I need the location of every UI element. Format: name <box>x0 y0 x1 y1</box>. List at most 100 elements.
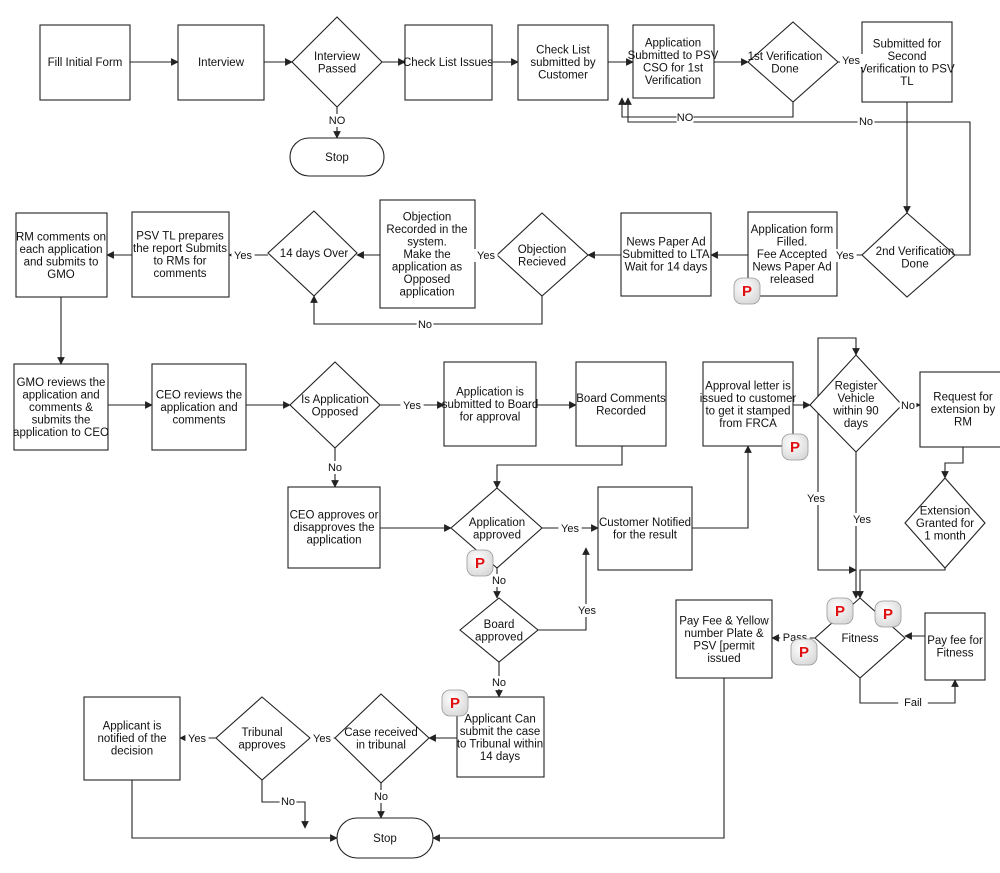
node-label-register-vehicle-line-4: days <box>844 418 869 430</box>
node-label-tribunal-submit-line-2: submit the case <box>460 726 541 738</box>
process-pay-fee-yellow <box>675 599 773 679</box>
node-label-board-comments-line-2: Recorded <box>596 405 646 417</box>
edge-label-fitness-fail: Fail <box>904 697 922 709</box>
node-label-ceo-approves-line-3: application <box>307 535 362 547</box>
edge-label-bg-board-yes <box>575 604 599 617</box>
node-label-ceo-approves-line-2: disapproves the <box>293 522 374 534</box>
process-ceo-reviews <box>151 363 247 451</box>
node-label-app-submitted-cso-line-4: Verification <box>645 75 701 87</box>
node-label-psv-tl-report-line-3: to RMs for <box>153 255 206 267</box>
edge-payfee-to-stop <box>432 678 725 842</box>
process-pay-fee-fitness <box>924 612 986 681</box>
payment-marker-letter: P <box>835 603 845 620</box>
edge-extension-request-to-granted <box>941 447 964 479</box>
node-label-gmo-reviews-line-2: application and <box>22 390 99 402</box>
process-request-extension <box>919 371 1000 448</box>
node-label-app-submitted-cso-line-2: Submitted to PSV <box>628 50 719 62</box>
payment-marker-badge <box>441 689 469 717</box>
edge-label-verification1-yes: Yes <box>842 55 860 67</box>
edge-label-interview-no: NO <box>329 115 346 127</box>
edge-label-bg-verification2-yes <box>833 249 857 262</box>
decision-second-verification <box>861 212 956 298</box>
node-label-app-submitted-cso-line-3: CSO for 1st <box>643 62 704 74</box>
node-label-board-approved-line-1: Board <box>484 619 515 631</box>
payment-marker-icon: P <box>781 433 809 461</box>
payment-marker-badge <box>466 549 494 577</box>
node-label-objection-recorded-line-2: Recorded in the <box>386 224 467 236</box>
node-label-ceo-approves-line-1: CEO approves or <box>290 510 379 522</box>
node-label-approval-letter-line-2: issued to customer <box>700 393 797 405</box>
edge-label-bg-objection-yes <box>474 249 498 262</box>
node-label-news-paper-ad-line-1: News Paper Ad <box>626 237 705 249</box>
payment-marker-icon: P <box>733 277 761 305</box>
node-label-objection-received-line-2: Recieved <box>518 256 566 268</box>
edge-label-bg-app-approved-yes <box>558 522 582 535</box>
edge-label-bg-register-yes-left <box>804 492 828 505</box>
node-label-extension-granted-line-2: Granted for <box>916 518 974 530</box>
edge-label-bg-fitness-fail <box>898 696 928 709</box>
edge-label-case-no: No <box>374 791 388 803</box>
node-label-is-app-opposed-line-1: Is Application <box>301 394 369 406</box>
edge-label-register-no: No <box>901 400 915 412</box>
payment-marker-badge <box>733 277 761 305</box>
node-label-customer-notified-line-1: Customer Notified <box>599 517 691 529</box>
shapes <box>13 16 1000 859</box>
terminator-stop-bottom <box>336 817 434 859</box>
edge-label-board-no: No <box>492 677 506 689</box>
process-news-paper-ad <box>620 212 712 297</box>
node-label-rm-comments-line-1: RM comments on <box>16 231 106 243</box>
payment-marker-letter: P <box>790 439 800 456</box>
node-label-check-list-submitted-line-3: Customer <box>538 70 588 82</box>
node-label-app-submitted-cso-line-1: Application <box>645 37 701 49</box>
process-ceo-approves <box>287 486 381 569</box>
edge-label-bg-case-yes <box>310 732 334 745</box>
node-label-objection-recorded-line-7: application <box>400 287 455 299</box>
node-label-approval-letter-line-4: from FRCA <box>719 418 777 430</box>
node-label-objection-recorded-line-4: Make the <box>403 249 450 261</box>
node-label-app-form-filled-line-1: Application form <box>751 224 833 236</box>
process-applicant-notified <box>83 696 181 781</box>
payment-marker-letter: P <box>799 644 809 661</box>
node-label-applicant-notified-line-1: Applicant is <box>103 721 162 733</box>
process-check-list-issues <box>404 24 493 101</box>
edge-notified-to-approval-letter <box>692 445 752 529</box>
edge-register-yes-loop <box>817 405 857 574</box>
payment-marker-badge <box>781 433 809 461</box>
payment-marker-letter: P <box>883 606 893 623</box>
node-label-case-received-line-1: Case received <box>344 727 418 739</box>
edge-extension-granted-to-fitness <box>856 568 946 599</box>
edge-label-tribunal-no: No <box>281 796 295 808</box>
node-label-ceo-reviews-line-2: application and <box>160 402 237 414</box>
node-label-ceo-reviews-line-3: comments <box>172 415 225 427</box>
node-label-register-vehicle-line-3: within 90 <box>832 405 878 417</box>
process-objection-recorded <box>379 199 476 309</box>
node-label-customer-notified-line-2: for the result <box>613 529 678 541</box>
process-approval-letter <box>702 361 794 447</box>
node-label-app-form-filled-line-5: released <box>770 274 814 286</box>
node-label-rm-comments-line-4: GMO <box>47 269 75 281</box>
payment-marker-badge <box>790 638 818 666</box>
process-board-comments <box>575 361 667 447</box>
node-label-pay-fee-yellow-line-4: issued <box>707 653 740 665</box>
edge-label-bg-case-no <box>372 790 390 803</box>
node-label-fill-initial-form-line-1: Fill Initial Form <box>48 57 123 69</box>
decision-extension-granted <box>904 477 986 569</box>
node-label-second-verification-done-line-1: 2nd Verification <box>876 246 955 258</box>
node-label-application-approved-line-1: Application <box>469 517 525 529</box>
edge-notified-to-stop <box>131 780 338 842</box>
payment-marker-badge <box>826 597 854 625</box>
node-label-interview-passed-line-2: Passed <box>318 63 356 75</box>
edge-label-verification2-no: No <box>859 116 873 128</box>
node-label-interview-passed-line-1: Interview <box>314 51 361 63</box>
node-label-request-extension-line-1: Request for <box>933 392 993 404</box>
edge-label-bg-register-no <box>899 399 917 412</box>
node-label-applicant-notified-line-3: decision <box>111 746 153 758</box>
node-label-psv-tl-report-line-1: PSV TL prepares <box>136 230 224 242</box>
node-label-pay-fee-yellow-line-2: number Plate & <box>684 628 764 640</box>
node-label-second-verification-submit-line-4: TL <box>900 76 914 88</box>
node-label-fitness-line-1: Fitness <box>841 633 878 645</box>
node-label-app-form-filled-line-2: Filled. <box>777 237 808 249</box>
decision-objection-received <box>496 212 589 297</box>
